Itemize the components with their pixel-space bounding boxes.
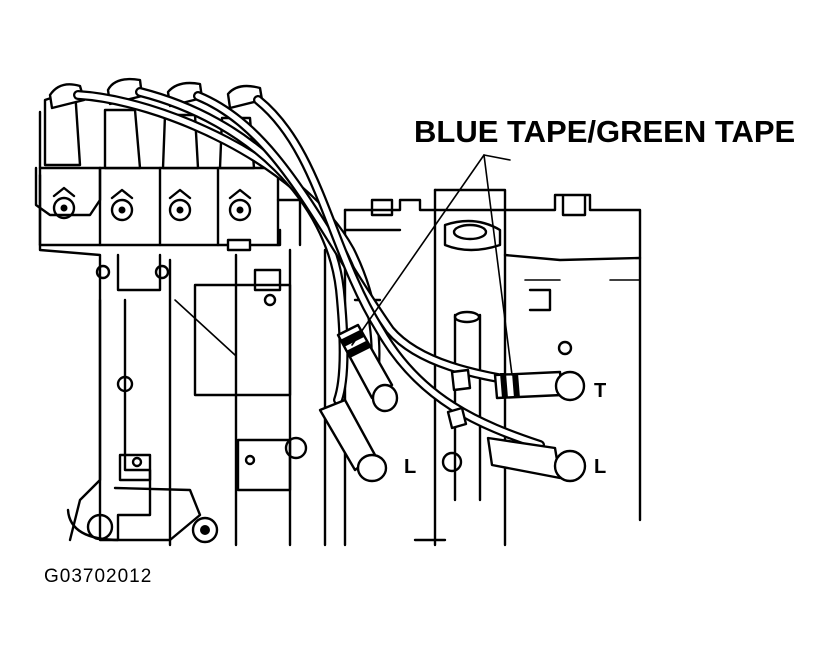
wire-label-l-center: L bbox=[404, 456, 417, 478]
engine-casting-left bbox=[38, 110, 327, 547]
figure-id: G03702012 bbox=[44, 566, 153, 587]
wire-label-l-right: L bbox=[594, 456, 607, 478]
ignition-wires bbox=[73, 87, 545, 450]
wire-label-t: T bbox=[594, 380, 607, 402]
engine-casting-right bbox=[343, 188, 642, 547]
tape-callout-label: BLUE TAPE/GREEN TAPE bbox=[414, 114, 796, 149]
tape-bands bbox=[340, 330, 520, 398]
callout-leader-lines bbox=[351, 154, 513, 376]
